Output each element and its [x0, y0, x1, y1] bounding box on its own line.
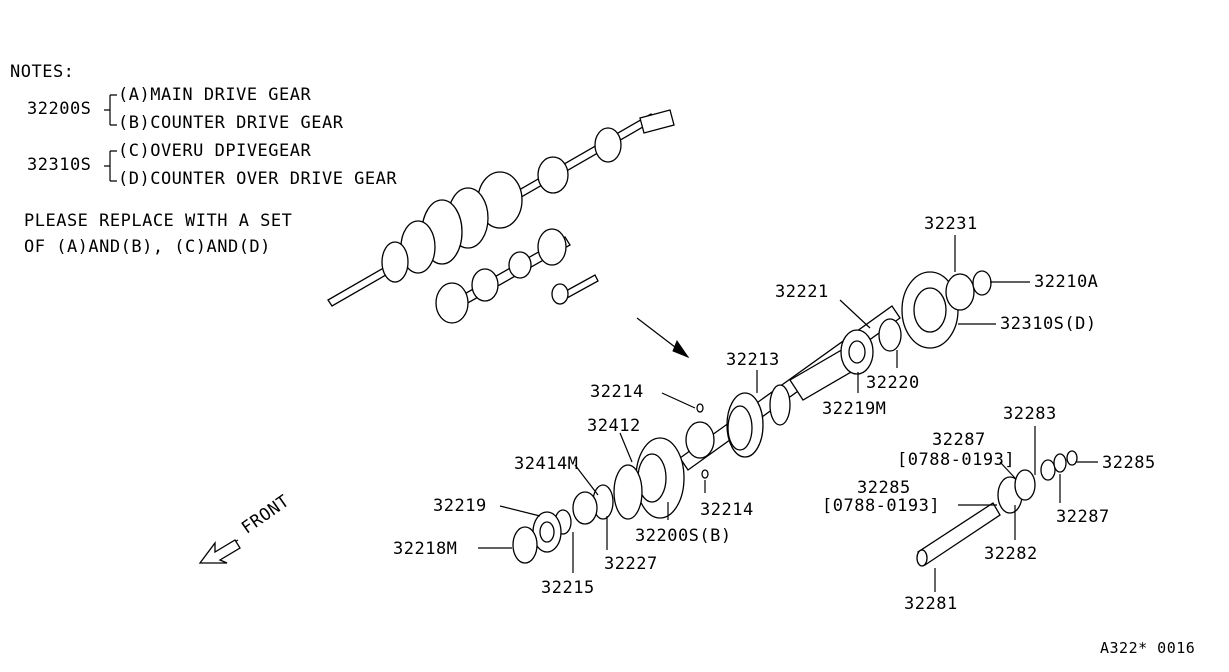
- idler-clip-32285: [1066, 450, 1078, 466]
- label-32281: 32281: [904, 594, 958, 614]
- pin-32214-bottom: [701, 469, 709, 479]
- label-32287-top: 32287: [932, 430, 986, 450]
- nut-32210A: [972, 270, 992, 296]
- label-32285-left: 32285: [857, 478, 911, 498]
- gear-32200S-B: [635, 437, 685, 519]
- idler-shaft-32281: [916, 502, 1001, 567]
- label-32200S-B: 32200S(B): [635, 526, 732, 546]
- note-replace-line1: PLEASE REPLACE WITH A SET: [24, 211, 293, 231]
- note-group1-code: 32200S: [27, 99, 92, 119]
- note-counter-drive-gear: (B)COUNTER DRIVE GEAR: [118, 113, 344, 133]
- label-32218M: 32218M: [393, 539, 458, 559]
- label-32219M: 32219M: [822, 399, 887, 419]
- front-arrow: [198, 539, 241, 564]
- label-32220: 32220: [866, 373, 920, 393]
- gear-32310S-D: [901, 271, 975, 349]
- notes-heading: NOTES:: [10, 62, 75, 82]
- label-32221: 32221: [775, 282, 829, 302]
- label-date-top: [0788-0193]: [897, 450, 1016, 470]
- assembly-arrow: [636, 317, 690, 359]
- label-32227: 32227: [604, 554, 658, 574]
- pin-32214-top: [696, 403, 704, 413]
- label-32210A: 32210A: [1034, 272, 1099, 292]
- overview-small-shaft: [551, 274, 599, 305]
- label-32214-top: 32214: [590, 382, 644, 402]
- note-bracket-2: [104, 150, 117, 182]
- washer-32412: [613, 464, 643, 520]
- label-32215: 32215: [541, 578, 595, 598]
- leader-lines: [478, 235, 1098, 592]
- note-overdrive-gear: (C)OVERU DPIVEGEAR: [118, 141, 312, 161]
- note-group2-code: 32310S: [27, 155, 92, 175]
- overview-mainshaft: [327, 109, 675, 307]
- note-bracket-1: [104, 94, 117, 126]
- label-32287-right: 32287: [1056, 507, 1110, 527]
- label-32310S-D: 32310S(D): [1000, 314, 1097, 334]
- gear-32220: [878, 318, 902, 352]
- bearing-32219: [532, 511, 562, 553]
- label-32213: 32213: [726, 350, 780, 370]
- idler-washer-32287: [1040, 453, 1067, 481]
- note-main-drive-gear: (A)MAIN DRIVE GEAR: [118, 85, 312, 105]
- overview-countershaft: [435, 228, 571, 324]
- label-32283: 32283: [1003, 404, 1057, 424]
- label-32282: 32282: [984, 544, 1038, 564]
- note-counter-overdrive-gear: (D)COUNTER OVER DRIVE GEAR: [118, 169, 398, 189]
- bearing-32219M: [840, 329, 874, 375]
- label-32414M: 32414M: [514, 454, 579, 474]
- bearing-32227: [572, 491, 598, 525]
- label-date-left: [0788-0193]: [822, 496, 941, 516]
- label-32214-bottom: 32214: [700, 500, 754, 520]
- shim-32218M: [512, 526, 538, 564]
- label-32219: 32219: [433, 496, 487, 516]
- idler-gear-32282: [997, 469, 1036, 514]
- label-32285-right: 32285: [1102, 453, 1156, 473]
- note-replace-line2: OF (A)AND(B), (C)AND(D): [24, 237, 271, 257]
- diagram-code: A322* 0016: [1100, 639, 1196, 657]
- label-32231: 32231: [924, 214, 978, 234]
- label-32412: 32412: [587, 416, 641, 436]
